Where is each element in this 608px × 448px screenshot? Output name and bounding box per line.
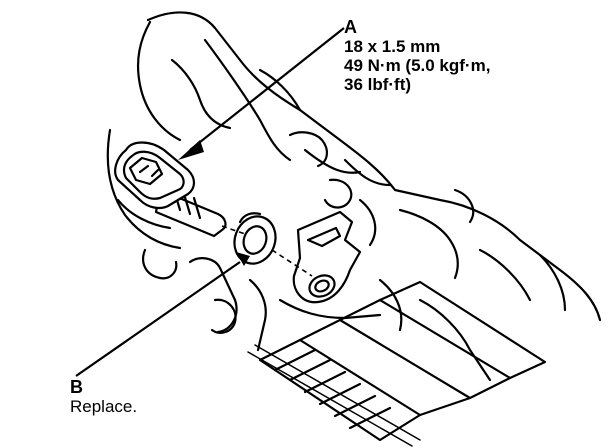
- callout-a-size: 18 x 1.5 mm: [344, 37, 441, 56]
- leader-line-b: [75, 252, 250, 377]
- installation-path-line: [221, 225, 313, 277]
- callout-a: A 18 x 1.5 mm 49 N·m (5.0 kgf·m, 36 lbf·…: [344, 17, 491, 95]
- callout-a-torque-line2: 36 lbf·ft): [344, 75, 412, 94]
- callout-a-torque-line1: 49 N·m (5.0 kgf·m,: [344, 56, 491, 75]
- callout-b-note: Replace.: [70, 397, 138, 416]
- engine-block: [106, 11, 602, 322]
- drain-bolt-boss: [292, 210, 362, 304]
- drain-bolt: [114, 141, 227, 238]
- oil-pan-ribs: [188, 257, 547, 447]
- callout-b-letter: B: [70, 377, 83, 397]
- leader-line-a: [178, 27, 345, 160]
- callout-b: B Replace.: [70, 377, 138, 417]
- callout-a-letter: A: [344, 17, 357, 37]
- sealing-washer: [233, 212, 277, 265]
